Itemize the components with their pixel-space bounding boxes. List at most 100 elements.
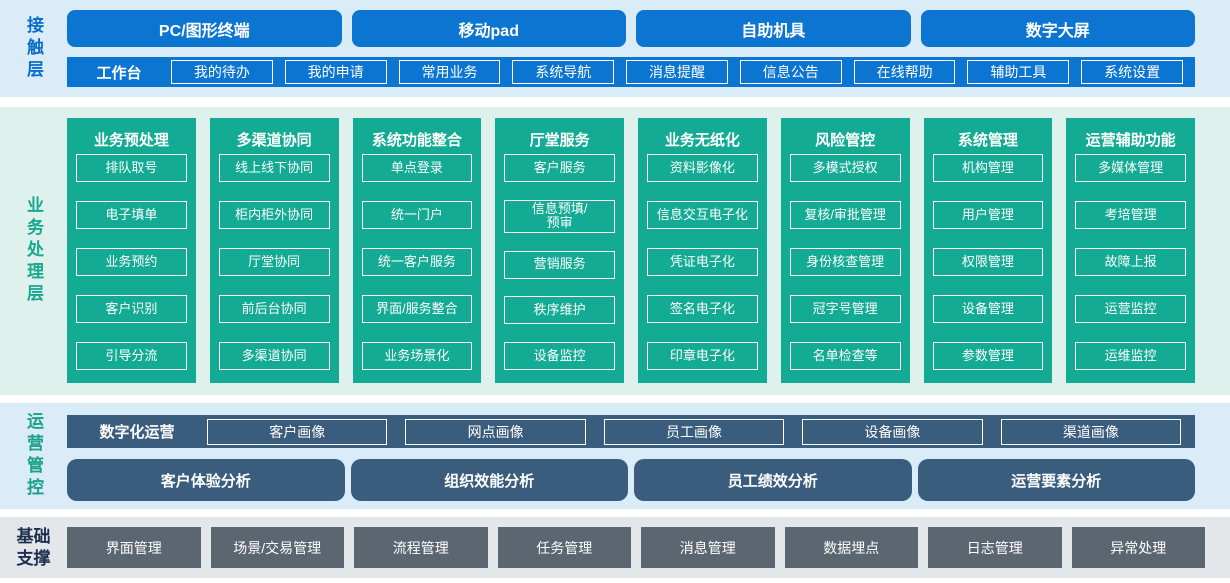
workbench-label: 工作台	[96, 64, 142, 82]
feature-item: 运营监控	[1075, 295, 1186, 323]
feature-column-items: 线上线下协同柜内柜外协同厅堂协同前后台协同多渠道协同	[218, 154, 330, 370]
terminal-button: 数字大屏	[920, 10, 1195, 47]
operations-layer-label: 运营管控	[24, 412, 43, 500]
business-layer-section: 业务处理层 业务预处理 排队取号电子填单业务预约客户识别引导分流 多渠道协同 线…	[0, 107, 1230, 395]
feature-item: 信息交互电子化	[647, 201, 758, 229]
feature-item: 凭证电子化	[647, 248, 758, 276]
feature-item: 多模式授权	[789, 154, 901, 182]
feature-column: 系统管理 机构管理用户管理权限管理设备管理参数管理	[923, 118, 1053, 383]
foundation-item: 异常处理	[1071, 527, 1205, 568]
feature-column-items: 多模式授权复核/审批管理身份核查管理冠字号管理名单检查等	[789, 154, 901, 370]
workbench-item: 系统设置	[1081, 60, 1184, 84]
feature-column-items: 资料影像化信息交互电子化凭证电子化签名电子化印章电子化	[647, 154, 758, 370]
feature-item: 厅堂协同	[218, 248, 330, 276]
analysis-button: 客户体验分析	[67, 459, 345, 501]
feature-item: 运维监控	[1075, 342, 1186, 370]
feature-item: 业务预约	[76, 248, 187, 276]
analysis-button: 运营要素分析	[917, 459, 1195, 501]
portrait-item: 渠道画像	[1000, 418, 1182, 445]
feature-item: 电子填单	[76, 201, 187, 229]
feature-item: 多媒体管理	[1075, 154, 1186, 182]
workbench-items: 我的待办我的申请常用业务系统导航消息提醒信息公告在线帮助辅助工具系统设置	[171, 60, 1184, 84]
feature-item: 统一客户服务	[361, 248, 473, 276]
feature-item: 印章电子化	[647, 342, 758, 370]
workbench-item: 常用业务	[398, 60, 501, 84]
feature-item: 界面/服务整合	[361, 295, 473, 323]
feature-item: 业务场景化	[361, 342, 473, 370]
workbench-item: 我的待办	[171, 60, 273, 84]
feature-item: 信息预填/ 预审	[504, 199, 615, 234]
portrait-item: 员工画像	[603, 418, 785, 445]
foundation-item: 流程管理	[354, 527, 488, 568]
feature-item: 设备监控	[504, 342, 615, 370]
business-layer-content: 业务预处理 排队取号电子填单业务预约客户识别引导分流 多渠道协同 线上线下协同柜…	[67, 107, 1230, 395]
foundation-layer-rail: 基础支撑	[0, 517, 67, 578]
workbench-bar: 工作台 我的待办我的申请常用业务系统导航消息提醒信息公告在线帮助辅助工具系统设置	[67, 57, 1195, 87]
feature-column: 系统功能整合 单点登录统一门户统一客户服务界面/服务整合业务场景化	[352, 118, 482, 383]
operations-layer-section: 运营管控 数字化运营 客户画像网点画像员工画像设备画像渠道画像 客户体验分析组织…	[0, 403, 1230, 509]
feature-item: 用户管理	[932, 201, 1044, 229]
analysis-row: 客户体验分析组织效能分析员工绩效分析运营要素分析	[67, 459, 1195, 501]
feature-item: 引导分流	[76, 342, 187, 370]
contact-layer-label: 接触层	[24, 15, 43, 82]
foundation-item: 界面管理	[67, 527, 201, 568]
analysis-button: 员工绩效分析	[634, 459, 912, 501]
feature-column: 多渠道协同 线上线下协同柜内柜外协同厅堂协同前后台协同多渠道协同	[209, 118, 339, 383]
business-layer-rail: 业务处理层	[0, 107, 67, 395]
digital-operations-label: 数字化运营	[99, 424, 175, 441]
foundation-layer-section: 基础支撑 界面管理场景/交易管理流程管理任务管理消息管理数据埋点日志管理异常处理	[0, 517, 1230, 578]
feature-item: 参数管理	[932, 342, 1044, 370]
feature-item: 签名电子化	[647, 295, 758, 323]
operations-layer-content: 数字化运营 客户画像网点画像员工画像设备画像渠道画像 客户体验分析组织效能分析员…	[67, 403, 1230, 509]
feature-column-items: 客户服务信息预填/ 预审营销服务秩序维护设备监控	[504, 154, 615, 370]
feature-item: 客户识别	[76, 295, 187, 323]
workbench-item: 我的申请	[284, 60, 387, 84]
feature-column-items: 多媒体管理考培管理故障上报运营监控运维监控	[1075, 154, 1186, 370]
feature-item: 排队取号	[76, 154, 187, 182]
foundation-item: 消息管理	[641, 527, 775, 568]
feature-item: 单点登录	[361, 154, 473, 182]
foundation-layer-label: 基础支撑	[16, 527, 51, 568]
workbench-item: 信息公告	[739, 60, 842, 84]
feature-item: 多渠道协同	[218, 342, 330, 370]
feature-item: 客户服务	[504, 154, 615, 182]
foundation-item: 日志管理	[928, 527, 1062, 568]
feature-column: 厅堂服务 客户服务信息预填/ 预审营销服务秩序维护设备监控	[495, 118, 624, 383]
feature-column-title: 多渠道协同	[236, 131, 312, 149]
feature-column-title: 系统管理	[957, 131, 1018, 149]
business-layer-label: 业务处理层	[24, 196, 43, 306]
feature-column-items: 单点登录统一门户统一客户服务界面/服务整合业务场景化	[361, 154, 473, 370]
feature-item: 前后台协同	[218, 295, 330, 323]
terminal-button: 自助机具	[636, 10, 911, 47]
foundation-layer-content: 界面管理场景/交易管理流程管理任务管理消息管理数据埋点日志管理异常处理	[67, 517, 1230, 578]
feature-column: 运营辅助功能 多媒体管理考培管理故障上报运营监控运维监控	[1066, 118, 1195, 383]
feature-column-title: 厅堂服务	[529, 131, 590, 149]
foundation-item: 场景/交易管理	[210, 527, 344, 568]
feature-item: 冠字号管理	[789, 295, 901, 323]
portrait-item: 客户画像	[207, 418, 388, 445]
feature-column-title: 业务预处理	[93, 131, 169, 149]
foundation-item: 数据埋点	[784, 527, 918, 568]
feature-item: 故障上报	[1075, 248, 1186, 276]
feature-column: 风险管控 多模式授权复核/审批管理身份核查管理冠字号管理名单检查等	[780, 118, 910, 383]
feature-item: 统一门户	[361, 201, 473, 229]
feature-column-title: 风险管控	[815, 131, 876, 149]
workbench-item: 消息提醒	[626, 60, 728, 84]
operations-layer-rail: 运营管控	[0, 403, 67, 509]
feature-item: 名单检查等	[789, 342, 901, 370]
foundation-item: 任务管理	[497, 527, 631, 568]
feature-item: 线上线下协同	[218, 154, 330, 182]
feature-item: 身份核查管理	[789, 248, 901, 276]
workbench-item: 辅助工具	[967, 60, 1070, 84]
workbench-item: 在线帮助	[853, 60, 956, 84]
feature-column-items: 排队取号电子填单业务预约客户识别引导分流	[76, 154, 187, 370]
feature-column: 业务预处理 排队取号电子填单业务预约客户识别引导分流	[67, 118, 196, 383]
feature-item: 权限管理	[932, 248, 1044, 276]
feature-column-title: 运营辅助功能	[1085, 131, 1176, 149]
feature-column-title: 业务无纸化	[664, 131, 740, 149]
feature-item: 营销服务	[504, 250, 615, 279]
feature-column-items: 机构管理用户管理权限管理设备管理参数管理	[932, 154, 1044, 370]
analysis-button: 组织效能分析	[350, 459, 628, 501]
